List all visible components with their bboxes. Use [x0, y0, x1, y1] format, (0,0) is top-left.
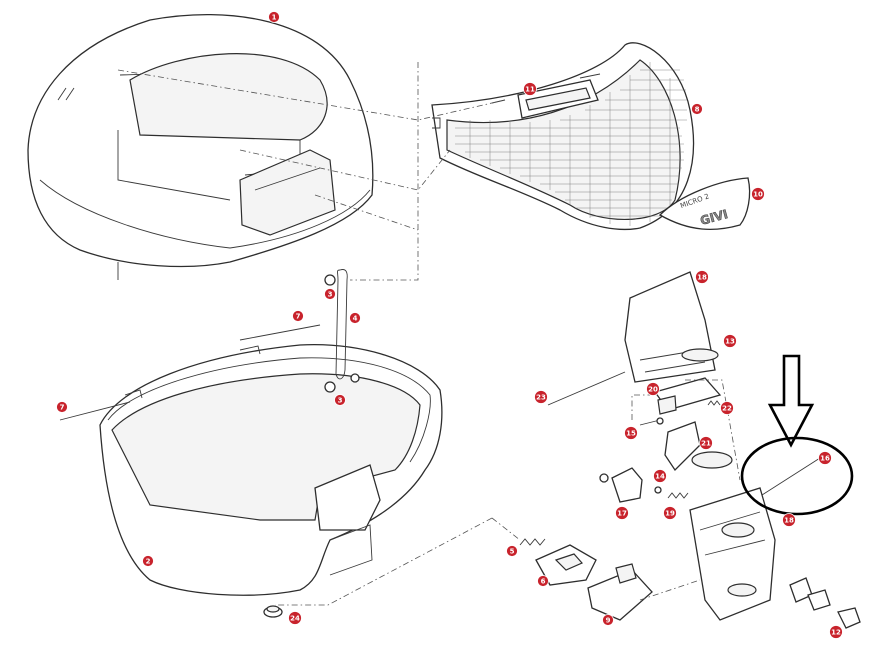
callout-7a: 7: [292, 310, 304, 322]
callout-9: 9: [602, 614, 614, 626]
lid: [27, 13, 374, 280]
assembly-lines: [117, 62, 741, 606]
callout-14: 14: [653, 469, 667, 483]
hinge-pins: [59, 324, 321, 421]
callout-23: 23: [534, 390, 548, 404]
reflector-cover: [431, 42, 695, 231]
callout-label: 11: [525, 86, 535, 94]
highlight-annotation: [740, 354, 854, 516]
callout-label: 2: [146, 558, 151, 566]
callout-11: 11: [523, 82, 537, 96]
rubber-foot: [263, 605, 283, 618]
reflector-grid: [455, 62, 687, 226]
callout-label: 7: [296, 313, 301, 321]
lock-mechanism: [519, 271, 861, 629]
highlight-ellipse: [740, 436, 854, 516]
callout-8: 8: [691, 103, 703, 115]
callout-4: 4: [349, 312, 361, 324]
callout-5: 5: [506, 545, 518, 557]
callout-label: 10: [753, 191, 763, 199]
callout-17: 17: [615, 506, 629, 520]
callout-12: 12: [829, 625, 843, 639]
callout-18b: 18: [782, 513, 796, 527]
part-callouts: 1233456778910111213141516171818192021222…: [56, 11, 843, 639]
callout-19: 19: [663, 506, 677, 520]
callout-label: 7: [60, 404, 65, 412]
callout-label: 9: [606, 617, 611, 625]
callout-label: 1: [272, 14, 277, 22]
callout-3a: 3: [324, 288, 336, 300]
callout-label: 16: [820, 455, 830, 463]
callout-6: 6: [537, 575, 549, 587]
callout-20: 20: [646, 382, 660, 396]
callout-label: 5: [510, 548, 515, 556]
callout-label: 18: [697, 274, 707, 282]
callout-21: 21: [699, 436, 713, 450]
callout-label: 4: [353, 315, 358, 323]
callout-label: 6: [541, 578, 546, 586]
down-arrow-icon: [767, 354, 815, 448]
callout-label: 3: [338, 397, 343, 405]
callout-label: 12: [831, 629, 841, 637]
callout-24: 24: [288, 611, 302, 625]
callout-label: 22: [722, 405, 732, 413]
callout-3b: 3: [334, 394, 346, 406]
callout-label: 19: [665, 510, 675, 518]
strap: [324, 269, 360, 393]
callout-label: 21: [701, 440, 711, 448]
callout-label: 24: [290, 615, 300, 623]
callout-label: 15: [626, 430, 636, 438]
callout-22: 22: [720, 401, 734, 415]
model-badge: MICRO 2 GIVI: [658, 177, 751, 231]
callout-label: 17: [617, 510, 627, 518]
callout-10: 10: [751, 187, 765, 201]
callout-label: 8: [695, 106, 700, 114]
callout-15: 15: [624, 426, 638, 440]
callout-label: 18: [784, 517, 794, 525]
callout-label: 3: [328, 291, 333, 299]
callout-16: 16: [818, 451, 832, 465]
handle-insert: [491, 73, 601, 119]
callout-13: 13: [723, 334, 737, 348]
callout-1: 1: [268, 11, 280, 23]
callout-label: 14: [655, 473, 665, 481]
base: [99, 344, 443, 596]
callout-label: 23: [536, 394, 546, 402]
callout-label: 20: [648, 386, 658, 394]
callout-label: 13: [725, 338, 735, 346]
callout-2: 2: [142, 555, 154, 567]
callout-7b: 7: [56, 401, 68, 413]
callout-18a: 18: [695, 270, 709, 284]
